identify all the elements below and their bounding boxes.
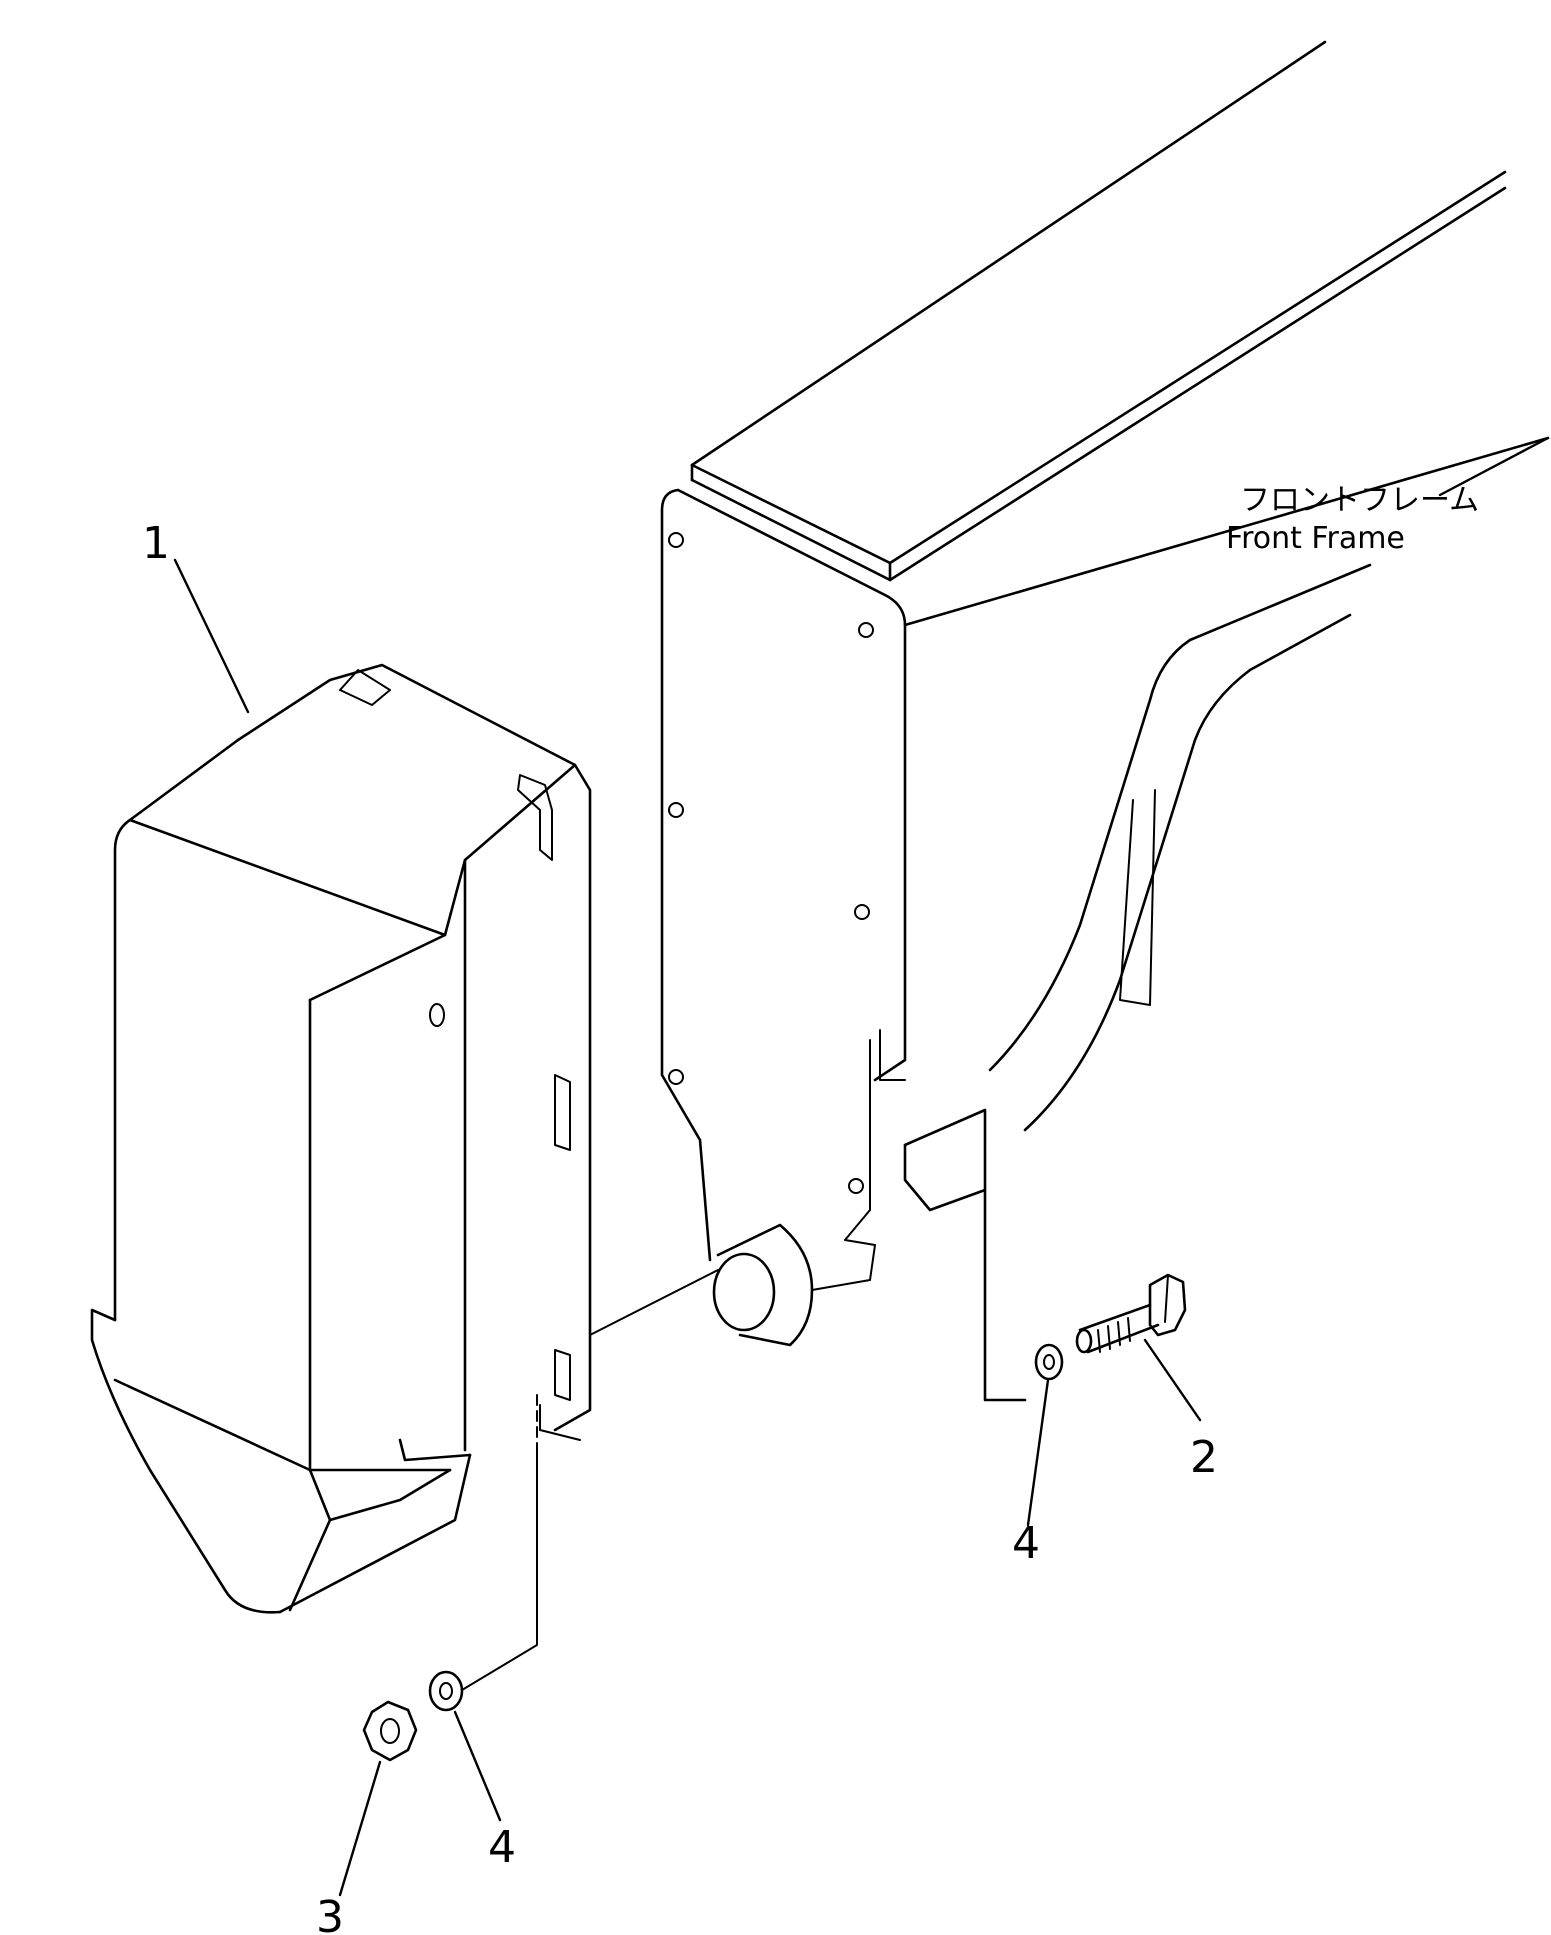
washer-right-part-4: [1034, 1343, 1064, 1381]
assembly-line-washer: [461, 1449, 538, 1691]
assembly-line-pivot: [589, 1269, 719, 1336]
callout-number-2: 2: [1190, 1432, 1218, 1483]
front-frame: [660, 40, 1550, 1402]
bolt-part-2: [1075, 1273, 1187, 1354]
callout-number-3: 3: [316, 1892, 344, 1935]
callout-leaders: [173, 436, 1550, 1897]
callout-number-4-left: 4: [488, 1822, 516, 1873]
cover-part-1: [90, 663, 592, 1614]
front-frame-label-jp: フロントフレーム: [1240, 483, 1479, 518]
washer-left-part-4: [428, 1670, 464, 1712]
callout-number-1: 1: [142, 518, 170, 569]
nut-part-3: [362, 1700, 418, 1762]
front-frame-label-en: Front Frame: [1226, 521, 1405, 556]
callout-number-4-right: 4: [1012, 1518, 1040, 1569]
